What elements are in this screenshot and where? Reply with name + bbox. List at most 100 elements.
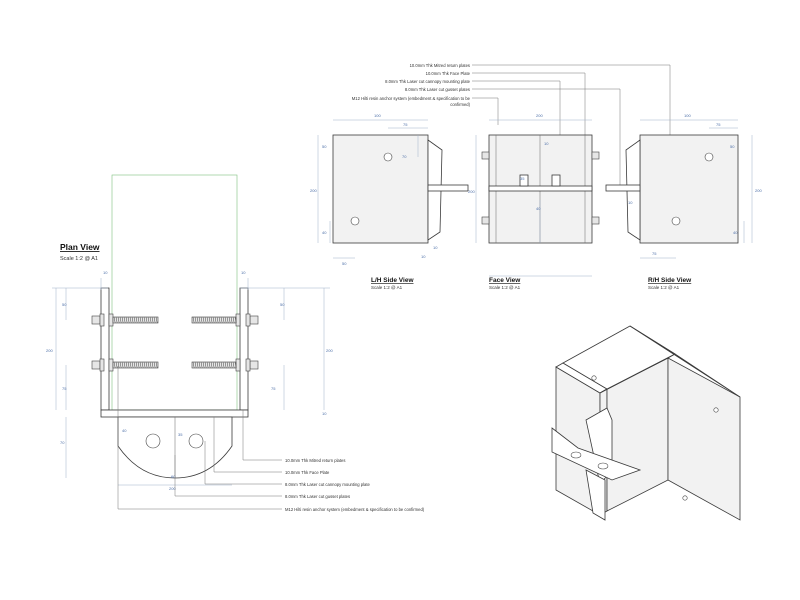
bolt-thread-mark <box>127 316 130 324</box>
bolt-thread-mark <box>133 361 136 369</box>
bolt-thread-mark <box>147 316 150 324</box>
bolt-thread-mark <box>228 361 231 369</box>
bolt-thread-mark <box>214 361 217 369</box>
bolt-thread-mark <box>129 316 132 324</box>
face-dim-height: 200 <box>468 189 475 194</box>
bolt-thread-mark <box>135 361 138 369</box>
rh-view-scale: Scale 1:2 @ A1 <box>648 285 680 290</box>
face-dim-top-width: 200 <box>536 113 543 118</box>
anchor-bolt-left-lower <box>91 358 159 372</box>
isometric-view <box>551 325 741 521</box>
face-mounting-plate <box>488 185 593 192</box>
bolt-thread-mark <box>196 316 199 324</box>
bolt-thread-mark <box>121 361 124 369</box>
bolt-thread-mark <box>113 361 116 369</box>
bolt-thread-mark <box>143 361 146 369</box>
dim-overall-left: 200 <box>46 348 53 353</box>
anchor-bolt-right-lower <box>191 358 259 372</box>
bolt-thread-mark <box>143 316 146 324</box>
leader <box>472 64 671 160</box>
bolt-thread-mark <box>232 361 235 369</box>
dim-overall-right: 200 <box>326 348 333 353</box>
dim-right-lower: 75 <box>271 386 276 391</box>
face-view: 200 200 10 40 35 Face View Scale 1:2 @ A… <box>468 113 600 290</box>
lh-view-title: L/H Side View <box>371 277 414 284</box>
top-note-face-plate: 10.0mm Thk Face Plate <box>426 71 471 76</box>
bolt-thread-mark <box>137 316 140 324</box>
canopy-section-outline <box>111 174 238 411</box>
lh-side-view: 100 75 200 50 40 70 50 10 10 L/H Side Vi… <box>310 113 469 290</box>
rh-dim-low: 40 <box>733 230 738 235</box>
leader-mounting-plate <box>204 441 282 485</box>
bolt-thread-mark <box>228 316 231 324</box>
top-note-anchor-system-cont: confirmed) <box>450 102 470 107</box>
bolt-thread-mark <box>194 316 197 324</box>
bolt-thread-mark <box>216 316 219 324</box>
bolt-thread-mark <box>206 361 209 369</box>
bolt-thread-mark <box>202 361 205 369</box>
dim-bottom-a: 60 <box>171 474 176 479</box>
bolt-thread-mark <box>226 316 229 324</box>
bolt-thread-mark <box>206 316 209 324</box>
bolt-thread-mark <box>214 316 217 324</box>
rh-dim-b1: 75 <box>652 251 657 256</box>
iso-top-right <box>629 325 741 398</box>
lh-dim-height: 200 <box>310 188 317 193</box>
rh-return-plate <box>639 134 739 244</box>
rh-fixing-hole-upper <box>704 152 714 162</box>
lh-dim-top-width: 100 <box>374 113 381 118</box>
face-bolt-top-left <box>481 151 490 160</box>
face-bolt-top-right <box>591 151 600 160</box>
bolt-thread-mark <box>202 316 205 324</box>
leader <box>472 97 499 125</box>
lh-dim-inner-width: 75 <box>403 122 408 127</box>
dim-gusset-height: 70 <box>60 440 65 445</box>
bolt-thread-mark <box>212 316 215 324</box>
dim-top-left: 10 <box>103 270 108 275</box>
anchor-bolt-right-upper <box>191 313 259 327</box>
face-dim-gap: 10 <box>544 141 549 146</box>
bolt-thread-mark <box>137 361 140 369</box>
iso-mounting-hole-right <box>597 462 609 470</box>
bolt-thread-mark <box>192 361 195 369</box>
leader-gusset-plate <box>174 455 282 497</box>
rh-dim-b2: 10 <box>628 200 633 205</box>
bolt-thread-mark <box>125 316 128 324</box>
bolt-thread-mark <box>151 361 154 369</box>
bolt-thread-mark <box>220 316 223 324</box>
top-note-return-plates: 10.0mm Thk Mitred return plates <box>410 63 470 68</box>
dim-right-upper: 50 <box>280 302 285 307</box>
rh-fixing-hole-lower <box>671 216 681 226</box>
bolt-thread-mark <box>198 361 201 369</box>
bolt-thread-mark <box>218 316 221 324</box>
bolt-thread-mark <box>149 361 152 369</box>
face-bolt-bottom-right <box>591 216 600 225</box>
face-bolt-bottom-left <box>481 216 490 225</box>
iso-fixing-hole <box>713 407 719 413</box>
bolt-thread-mark <box>200 316 203 324</box>
iso-fixing-hole <box>591 375 597 381</box>
bolt-thread-mark <box>210 361 213 369</box>
bolt-thread-mark <box>139 316 142 324</box>
face-gusset-right <box>551 174 561 187</box>
mounting-hole-left <box>145 433 161 449</box>
bolt-thread-mark <box>212 361 215 369</box>
lh-dim-right: 70 <box>402 154 407 159</box>
plan-view: Plan View Scale 1:2 @ A1 <box>46 174 425 512</box>
rh-dim-top-gap: 50 <box>730 144 735 149</box>
bolt-thread-mark <box>141 361 144 369</box>
face-view-scale: Scale 1:2 @ A1 <box>489 285 521 290</box>
bolt-thread-mark <box>131 361 134 369</box>
bolt-thread-mark <box>117 361 120 369</box>
iso-right-return-plate <box>667 357 741 521</box>
face-view-title: Face View <box>489 277 521 284</box>
rh-side-view: 100 75 200 50 40 75 10 R/H Side View Sca… <box>605 113 762 290</box>
lh-dim-low: 40 <box>322 230 327 235</box>
top-note-mounting-plate: 8.0mm Thk Laser cut cannopy mounting pla… <box>385 79 471 84</box>
dim-left-upper: 50 <box>62 302 67 307</box>
bolt-thread-mark <box>129 361 132 369</box>
bolt-thread-mark <box>210 316 213 324</box>
bolt-thread-mark <box>127 361 130 369</box>
leader-return-plate <box>242 410 282 461</box>
